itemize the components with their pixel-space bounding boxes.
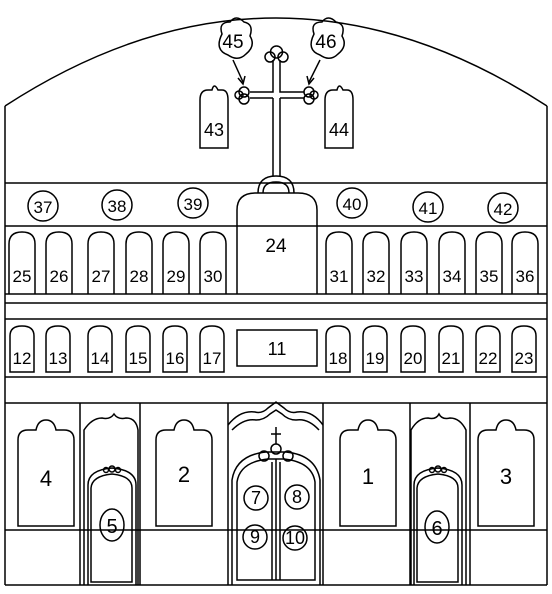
icon-frame-3: 3: [477, 419, 535, 527]
icon-label-46: 46: [315, 32, 336, 53]
icon-label-11: 11: [268, 339, 287, 359]
apostle-row: 25 26 27 28 29 30 31 32 33 34 35 36: [8, 231, 539, 294]
icon-label-40: 40: [343, 195, 362, 214]
icon-label-4: 4: [40, 466, 52, 491]
medallion-38: 38: [101, 189, 133, 221]
icon-label-16: 16: [166, 349, 185, 368]
icon-label-42: 42: [494, 200, 513, 219]
icon-label-28: 28: [130, 267, 149, 286]
icon-label-20: 20: [404, 349, 423, 368]
icon-label-13: 13: [49, 349, 68, 368]
icon-label-29: 29: [167, 267, 186, 286]
deacon-door-6: 6: [410, 412, 467, 585]
icon-label-41: 41: [419, 199, 438, 218]
icon-frame-1: 1: [339, 419, 397, 527]
icon-label-32: 32: [367, 267, 386, 286]
icon-label-26: 26: [50, 267, 69, 286]
deacon-door-5: 5: [83, 412, 139, 585]
icon-label-22: 22: [479, 349, 498, 368]
outer-frame: [4, 17, 548, 586]
icon-frame-43: 43: [199, 85, 229, 149]
orthodox-cross-icon: [234, 45, 319, 176]
icon-label-35: 35: [480, 267, 499, 286]
icon-label-14: 14: [91, 349, 110, 368]
icon-frame-4: 4: [17, 419, 75, 527]
icon-label-24: 24: [265, 236, 287, 257]
icon-label-15: 15: [129, 349, 148, 368]
medallion-42: 42: [487, 192, 519, 224]
icon-label-7: 7: [251, 488, 261, 508]
icon-label-39: 39: [184, 195, 203, 214]
icon-label-8: 8: [292, 487, 302, 507]
icon-label-2: 2: [178, 462, 190, 487]
medallion-41: 41: [412, 191, 444, 223]
icon-frame-24: 24: [236, 175, 318, 294]
icon-label-23: 23: [515, 349, 534, 368]
icon-label-18: 18: [329, 349, 348, 368]
medallion-40: 40: [336, 187, 368, 219]
icon-label-38: 38: [108, 197, 127, 216]
icon-label-3: 3: [500, 464, 512, 489]
icon-label-12: 12: [13, 349, 32, 368]
icon-label-25: 25: [13, 267, 32, 286]
icon-label-21: 21: [442, 349, 461, 368]
icon-label-17: 17: [203, 349, 222, 368]
icon-label-9: 9: [250, 527, 260, 547]
icon-label-6: 6: [431, 518, 442, 540]
medallion-39: 39: [177, 187, 209, 219]
icon-label-37: 37: [34, 198, 53, 217]
icon-frame-11: [236, 329, 318, 367]
icon-label-45: 45: [222, 32, 243, 53]
icon-frame-2: 2: [155, 419, 213, 527]
icon-label-5: 5: [106, 516, 117, 538]
icon-label-43: 43: [204, 120, 224, 140]
icon-label-34: 34: [443, 267, 462, 286]
medallion-37: 37: [27, 190, 59, 222]
icon-label-44: 44: [329, 120, 349, 140]
lower-tier-columns: [79, 403, 471, 585]
icon-label-27: 27: [92, 267, 111, 286]
feast-row: 12 13 14 15 16 17 11 18 19 20 21 22 23: [9, 325, 537, 373]
icon-label-30: 30: [204, 267, 223, 286]
icon-label-1: 1: [362, 464, 374, 489]
icon-label-10: 10: [285, 528, 305, 548]
icon-label-33: 33: [405, 267, 424, 286]
horizontal-beams: [5, 182, 547, 531]
icon-label-36: 36: [516, 267, 535, 286]
medallion-46: 46: [306, 17, 345, 86]
icon-label-31: 31: [330, 267, 349, 286]
medallion-45: 45: [218, 17, 253, 86]
icon-frame-44: 44: [324, 85, 354, 149]
icon-label-19: 19: [366, 349, 385, 368]
royal-doors-icon: 7 8 9 10: [227, 401, 324, 585]
